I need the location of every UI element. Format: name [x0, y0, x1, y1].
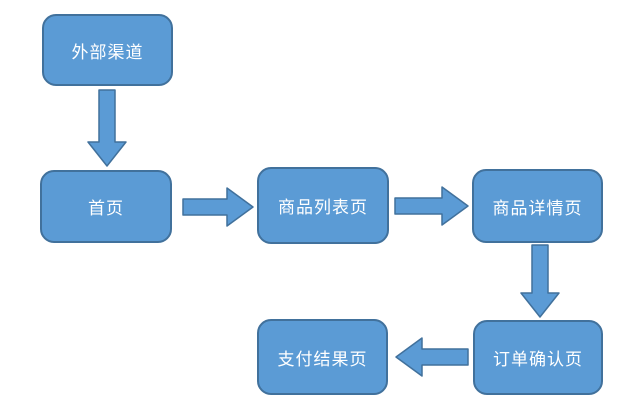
- arrow-product-detail-to-order-confirm: [520, 244, 560, 318]
- arrow-home-to-product-list: [182, 187, 254, 227]
- flow-node-label: 订单确认页: [493, 350, 583, 369]
- arrow-product-list-to-product-detail: [394, 186, 469, 226]
- flow-node-external-channel: 外部渠道: [42, 14, 173, 86]
- arrow-external-channel-to-home: [87, 89, 127, 167]
- flow-node-home: 首页: [40, 170, 172, 243]
- flow-node-label: 支付结果页: [277, 349, 368, 369]
- flow-node-order-confirm: 订单确认页: [473, 320, 603, 395]
- flow-node-product-detail: 商品详情页: [472, 169, 603, 243]
- arrow-order-confirm-to-payment-result: [395, 337, 469, 377]
- flow-node-payment-result: 支付结果页: [257, 319, 388, 395]
- flow-node-product-list: 商品列表页: [257, 167, 389, 244]
- flow-node-label: 商品列表页: [278, 198, 368, 217]
- flow-node-label: 商品详情页: [492, 198, 583, 218]
- flow-node-label: 外部渠道: [71, 42, 144, 62]
- flow-node-label: 首页: [88, 199, 124, 218]
